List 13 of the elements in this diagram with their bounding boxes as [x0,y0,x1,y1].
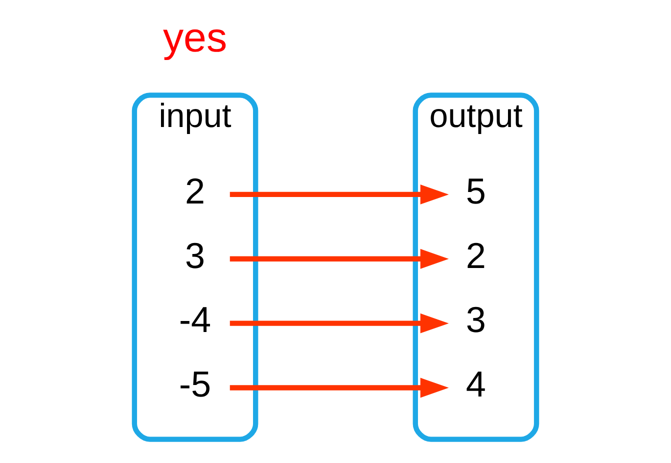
node-text: 4 [466,364,486,405]
node-text: 3 [184,234,206,276]
arrow [230,313,449,334]
node-text: -4 [178,299,212,340]
arrow [230,184,449,204]
node-text: 2 [184,170,206,212]
arrow [230,378,449,398]
arrow [230,248,449,269]
node-text: -5 [178,364,212,405]
node-text: 3 [466,299,486,340]
label: yes [162,14,228,61]
node-text: 5 [466,170,486,212]
node-text: 2 [466,234,486,276]
